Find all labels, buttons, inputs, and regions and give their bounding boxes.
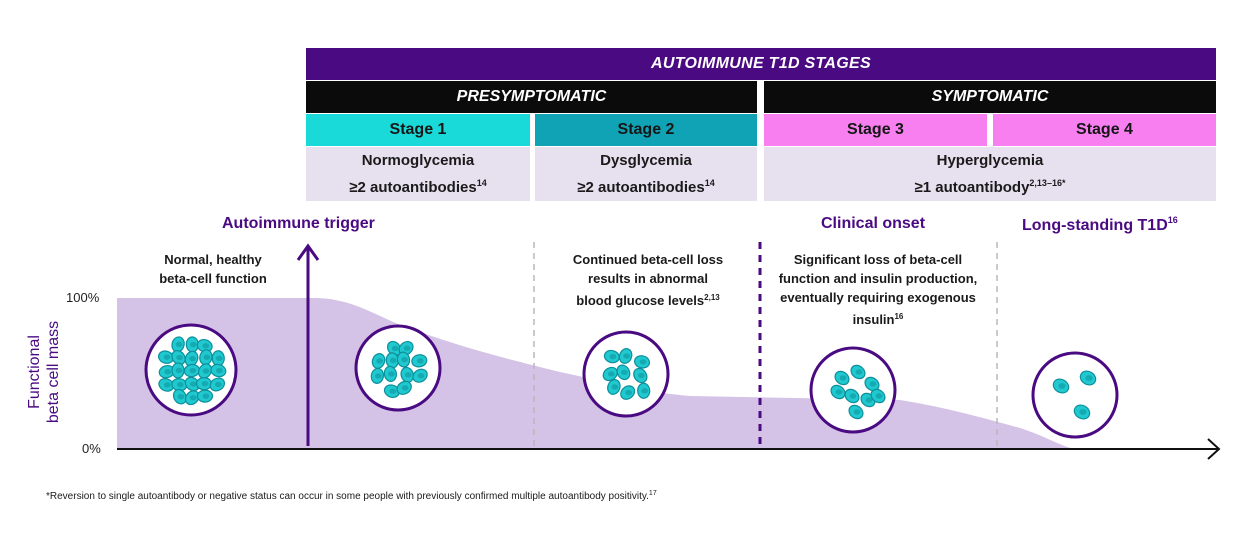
- beta-cell-nucleus: [203, 354, 211, 360]
- beta-cell-nucleus: [202, 368, 210, 374]
- beta-cell-nucleus: [164, 368, 172, 375]
- beta-cell-nucleus: [215, 355, 223, 361]
- beta-cell-nucleus: [389, 388, 397, 394]
- beta-cell-nucleus: [189, 355, 196, 362]
- beta-cell-nucleus: [404, 372, 412, 378]
- beta-cell-nucleus: [835, 389, 843, 395]
- stage-2-glycemia: Dysglycemia: [600, 151, 692, 169]
- long-standing-ref: 16: [1167, 215, 1178, 225]
- beta-cell-nucleus: [641, 388, 649, 394]
- stage-34-ref: 2,13–16*: [1029, 177, 1066, 188]
- long-standing-label: Long-standing T1D: [1022, 217, 1168, 234]
- beta-cell-nucleus: [189, 394, 197, 401]
- normal-function-note: Normal, healthy beta-cell function: [159, 252, 267, 286]
- stage-4-cell: Stage 4: [993, 114, 1216, 146]
- stages-title: AUTOIMMUNE T1D STAGES: [651, 55, 871, 72]
- stage-1-autoantibodies: ≥2 autoantibodies: [349, 178, 477, 196]
- beta-cell-nucleus: [607, 371, 615, 377]
- beta-cell-nucleus: [849, 393, 857, 399]
- continued-loss-note: Continued beta-cell loss results in abno…: [572, 252, 724, 308]
- cell-circle-3: [582, 330, 670, 418]
- symptomatic-band: SYMPTOMATIC: [764, 81, 1216, 113]
- trigger-arrow-head: [296, 243, 320, 261]
- stage-1-ref: 14: [476, 177, 487, 188]
- beta-cell-nucleus: [1085, 375, 1093, 381]
- beta-cell-nucleus: [387, 371, 395, 377]
- beta-cell-nucleus: [175, 341, 183, 348]
- beta-cell-nucleus: [201, 380, 209, 387]
- beta-cell-nucleus: [391, 345, 399, 352]
- beta-cell-nucleus: [609, 353, 617, 360]
- beta-cell-nucleus: [639, 359, 647, 365]
- cell-circle-1: [144, 323, 238, 417]
- beta-cell-nucleus: [875, 393, 883, 399]
- stage-1-glycemia: Normoglycemia: [361, 151, 475, 169]
- beta-cell-nucleus: [202, 393, 210, 399]
- stage-4-label: Stage 4: [1076, 121, 1133, 138]
- beta-cell-nucleus: [163, 382, 171, 388]
- beta-cell-nucleus: [401, 356, 408, 363]
- stage-34-description: Hyperglycemia ≥1 autoantibody2,13–16*: [764, 147, 1216, 201]
- beta-cell-nucleus: [216, 367, 223, 374]
- symptomatic-label: SYMPTOMATIC: [931, 88, 1049, 105]
- beta-cell-nucleus: [175, 367, 183, 374]
- stages-title-band: AUTOIMMUNE T1D STAGES: [306, 48, 1216, 80]
- beta-cell-nucleus: [389, 357, 397, 364]
- beta-cell-nucleus: [376, 358, 383, 364]
- beta-cell-nucleus: [853, 409, 861, 415]
- beta-cell-nucleus: [621, 369, 628, 376]
- beta-cell-nucleus: [839, 375, 847, 381]
- stage-34-autoantibodies: ≥1 autoantibody: [914, 178, 1030, 196]
- beta-cell-nucleus: [375, 373, 382, 379]
- y-axis-min-label: 0%: [82, 441, 101, 456]
- cell-circle-4: [809, 346, 897, 434]
- beta-cell-nucleus: [865, 397, 873, 403]
- clinical-onset-label: Clinical onset: [821, 215, 926, 232]
- beta-cell-nucleus: [177, 393, 185, 400]
- beta-cell-nucleus: [176, 354, 183, 361]
- presymptomatic-band: PRESYMPTOMATIC: [306, 81, 757, 113]
- x-axis-arrowhead: [1207, 438, 1221, 460]
- stage-2-description: Dysglycemia ≥2 autoantibodies14: [535, 147, 757, 201]
- cell-circle-2: [354, 324, 442, 412]
- stage-1-description: Normoglycemia ≥2 autoantibodies14: [306, 147, 530, 201]
- beta-cell-nucleus: [189, 367, 197, 374]
- beta-cell-nucleus: [1058, 383, 1066, 389]
- beta-cell-nucleus: [625, 389, 633, 396]
- stage-1-label: Stage 1: [389, 121, 447, 138]
- stage-2-ref: 14: [704, 177, 715, 188]
- cell-circle-5: [1031, 351, 1119, 439]
- beta-cell-nucleus: [417, 373, 425, 379]
- beta-cell-nucleus: [855, 369, 863, 375]
- beta-cell-nucleus: [869, 381, 877, 387]
- beta-cell-nucleus: [202, 343, 210, 349]
- stage-2-label: Stage 2: [617, 121, 675, 138]
- beta-cell-nucleus: [189, 381, 197, 387]
- stage-34-glycemia: Hyperglycemia: [936, 151, 1044, 169]
- stage-2-cell: Stage 2: [535, 114, 757, 146]
- beta-cell-nucleus: [163, 354, 171, 360]
- beta-cell-nucleus: [1079, 409, 1087, 415]
- y-axis-max-label: 100%: [66, 290, 100, 305]
- y-axis-title: Functional beta cell mass: [26, 320, 62, 424]
- beta-cell-nucleus: [403, 345, 411, 351]
- beta-cell-nucleus: [401, 385, 409, 391]
- beta-cell-nucleus: [176, 381, 184, 388]
- beta-cell-nucleus: [189, 341, 197, 348]
- beta-cell-nucleus: [637, 372, 645, 379]
- stage-2-autoantibodies: ≥2 autoantibodies: [577, 178, 705, 196]
- autoimmune-trigger-label: Autoimmune trigger: [222, 215, 375, 232]
- footnote: *Reversion to single autoantibody or neg…: [46, 490, 657, 502]
- beta-cell-nucleus: [416, 358, 424, 364]
- significant-loss-note: Significant loss of beta-cell function a…: [778, 252, 978, 327]
- beta-cell-nucleus: [611, 384, 619, 390]
- stage-1-cell: Stage 1: [306, 114, 530, 146]
- beta-cell-nucleus: [214, 381, 222, 388]
- stage-3-cell: Stage 3: [764, 114, 987, 146]
- presymptomatic-label: PRESYMPTOMATIC: [456, 88, 607, 105]
- beta-cell-nucleus: [623, 353, 630, 359]
- stage-3-label: Stage 3: [847, 121, 904, 138]
